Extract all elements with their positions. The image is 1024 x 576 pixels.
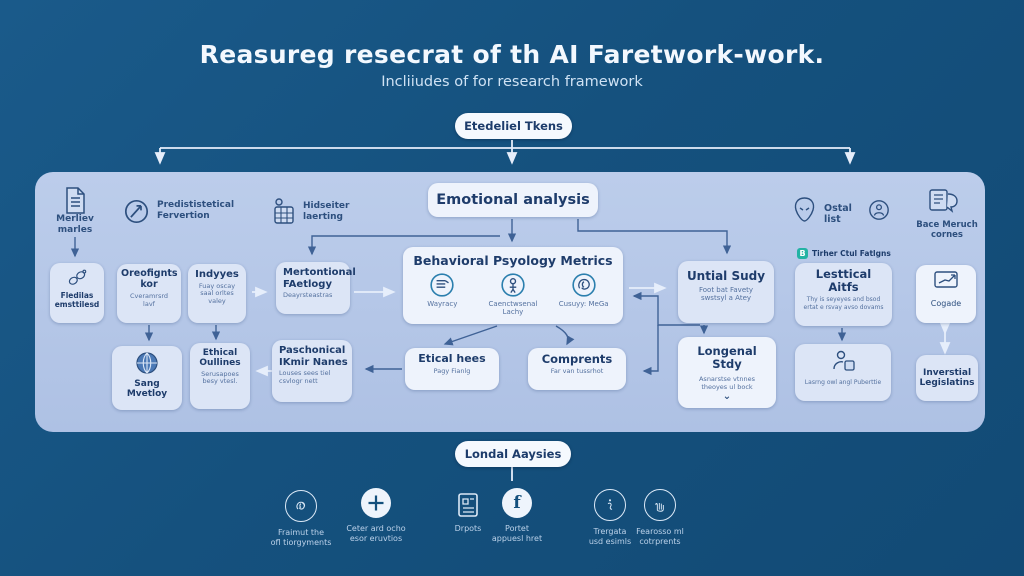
card-lesttical: Lesttical Aitfs Thy is seyeyes and bsod … [795,263,892,326]
alien-icon-label: Ostal list [824,203,852,226]
card-indyyes: Indyyes Fuay oscay saal orltes valey [188,264,246,323]
footer-item-4: f Portet appuesl hret [478,488,556,545]
hand-circle-icon [644,489,676,521]
behavioral-item-wayracy: Wayracy [407,272,477,316]
card-etical-hees: Etical hees Pagy Fianlg [405,348,499,390]
footer-item-label: Portet appuesl hret [491,524,543,544]
card-etical-hees-sub: Pagy Fianlg [433,366,471,375]
card-untial-sub: Foot bat Favety swstsyl a Atey [698,285,754,303]
card-ethical-oullines-sub: Serusapoes besy vtesl. [201,369,239,386]
card-metertional-title: Mertontional FAetlogy [283,267,356,290]
info-circle-icon [594,489,626,521]
header-card-label: Emotional analysis [436,191,590,208]
card-ethical-oullines: Ethical Oullines Serusapoes besy vtesl. [190,343,250,409]
b-badge-icon: B [797,248,808,259]
card-inverstial: Inverstial Legislatins [916,355,978,401]
bottom-badge: Londal Aaysies [455,441,571,467]
card-behavioral-metrics: Behavioral Psyology Metrics Wayracy Caen… [403,247,623,324]
card-cogade-title: Cogade [930,299,962,308]
person-circle-icon [501,273,525,298]
chat-doc-icon-label: Bace Meruch cornes [916,220,978,241]
document-icon-label: Merliev marles [56,214,94,235]
document-icon [66,187,85,214]
card-longenal-title: Longenal Stdy [697,344,757,372]
card-paschonical-title: Paschonical IKmir Nanes [279,345,348,368]
footer-item-5: Trergata usd esimls [572,489,648,548]
footer-item-6: Fearosso ml cotrprents [620,489,700,548]
bottom-badge-label: Londal Aaysies [464,447,562,461]
card-comprents: Comprents Far van tussrhot [528,348,626,390]
card-behavioral-title: Behavioral Psyology Metrics [413,253,613,268]
card-indyyes-sub: Fuay oscay saal orltes valey [198,281,236,306]
chat-doc-icon [929,189,958,213]
card-untial: Untial Sudy Foot bat Favety swstsyl a At… [678,261,774,323]
card-cogade: Cogade [916,265,976,323]
news-doc-icon [458,493,478,517]
behavioral-item-caenctwsenal: Caenctwsenal Lachy [478,272,548,316]
behavioral-item-label: Wayracy [427,300,458,309]
person-card-icon [833,350,855,371]
alien-icon [794,197,815,222]
lesttical-badge-label: Tirher Ctul Fatlgns [812,249,891,258]
card-fledilas: Fledilas emsttilesd [50,263,104,323]
card-metertional: Mertontional FAetlogy Deayrsteastras [276,262,356,314]
footer-item-label: Drpots [454,524,482,533]
person-box-icon [274,198,294,224]
compass-icon [124,199,149,224]
compass-icon-label: Predististetical Fervertion [157,200,235,221]
brain-circle-icon [285,490,317,522]
behavioral-item-label: Cusuyy: MeGa [558,300,609,309]
footer-item-label: Ceter ard ocho esor eruvtios [346,524,406,544]
footer-item-label: Fraimut the ofl tiorgyments [270,528,332,548]
card-person: Lasrng owl angl Puberttie [795,344,891,401]
card-sang: Sang Mvetloy [112,346,182,410]
footer-item-3: Drpots [438,492,498,534]
footer-item-label: Fearosso ml cotrprents [636,527,684,547]
card-oreofignts-sub: Cveramrsrd lavf [129,291,169,308]
card-lesttical-sub: Thy is seyeyes and bsod ertat e rsvay av… [803,296,884,311]
top-badge-label: Etedeliel Tkens [464,119,563,133]
card-etical-hees-title: Etical hees [418,352,486,365]
chart-icon [934,271,958,288]
behavioral-item-cusuyy: Cusuyy: MeGa [549,272,619,316]
card-inverstial-title: Inverstial Legislatins [919,367,975,388]
layers-circle-icon [430,273,454,298]
card-fledilas-title: Fledilas emsttilesd [54,291,100,309]
globe-icon [136,352,158,374]
card-comprents-title: Comprents [541,352,613,366]
card-untial-title: Untial Sudy [686,269,766,283]
card-oreofignts-title: Oreofignts kor [121,268,178,290]
card-comprents-sub: Far van tussrhot [550,367,604,376]
footer-item-label: Trergata usd esimls [588,527,632,547]
lesttical-badge: B Tirher Ctul Fatlgns [797,248,891,259]
card-paschonical: Paschonical IKmir Nanes Louses sees tiel… [272,340,352,402]
card-metertional-sub: Deayrsteastras [283,291,333,299]
chevron-down-icon: ⌄ [722,391,732,403]
footer-item-1: Fraimut the ofl tiorgyments [262,490,340,549]
page-subtitle: Incliiudes of for research framework [381,74,643,90]
page-title: Reasureg resecrat of th AI Faretwork-wor… [199,40,825,69]
card-longenal: Longenal Stdy Asnarstse vtnnes theoyes u… [678,337,776,408]
header-card-emotional-analysis: Emotional analysis [428,183,598,217]
behavioral-item-label: Caenctwsenal Lachy [488,300,538,317]
pie-cross-icon [361,488,391,518]
card-person-caption: Lasrng owl angl Puberttie [804,379,882,386]
card-longenal-sub: Asnarstse vtnnes theoyes ul bock [698,375,755,392]
card-paschonical-sub: Louses sees tiel csvlogr nett [279,369,331,385]
footer-item-2: Ceter ard ocho esor eruvtios [336,488,416,545]
person-circle-icon [869,200,889,220]
card-indyyes-title: Indyyes [195,269,239,280]
brain-circle-icon [571,273,596,298]
card-sang-title: Sang Mvetloy [126,379,168,400]
top-badge: Etedeliel Tkens [455,113,572,139]
molecule-icon [68,269,87,285]
person-box-icon-label: Hidseiter laerting [303,201,350,222]
card-lesttical-title: Lesttical Aitfs [815,267,872,295]
facebook-icon: f [502,488,532,518]
card-ethical-oullines-title: Ethical Oullines [199,348,241,369]
card-oreofignts: Oreofignts kor Cveramrsrd lavf [117,264,181,323]
